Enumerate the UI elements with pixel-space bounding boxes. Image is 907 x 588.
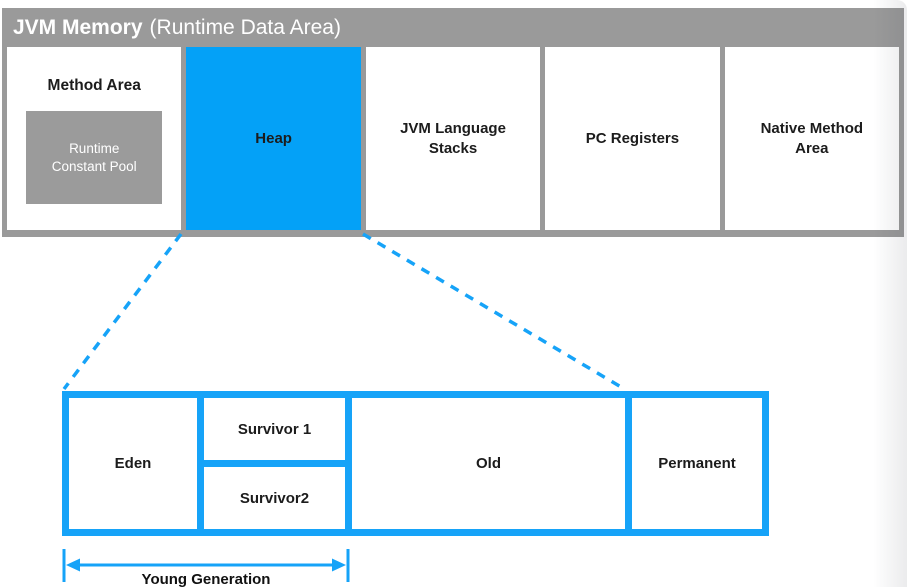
panel-title-main: JVM Memory [13,16,143,39]
old-region: Old [352,398,625,529]
arrowhead-left-icon [66,558,80,572]
panel-title-sub: (Runtime Data Area) [149,16,341,39]
survivor2-region: Survivor2 [204,467,345,529]
runtime-constant-pool-label: Runtime Constant Pool [51,140,137,174]
survivor-column: Survivor 1 Survivor2 [204,398,345,529]
pc-registers-box: PC Registers [545,47,720,230]
jvm-language-stacks-box: JVM Language Stacks [365,47,541,230]
eden-label: Eden [114,455,152,472]
permanent-region: Permanent [632,398,762,529]
method-area-label: Method Area [47,77,141,94]
arrowhead-right-icon [332,558,346,572]
heap-detail-diagram: Eden Survivor 1 Survivor2 Old Permanent [62,391,769,536]
survivor2-label: Survivor2 [239,489,310,507]
method-area-box: Method Area Runtime Constant Pool [7,47,182,230]
pc-registers-label: PC Registers [585,129,680,147]
old-label: Old [476,455,501,472]
heap-box: Heap [186,47,361,230]
permanent-label: Permanent [658,455,736,472]
jvm-language-stacks-label: JVM Language Stacks [400,119,506,157]
runtime-constant-pool-box: Runtime Constant Pool [26,111,163,204]
young-generation-label: Young Generation [141,571,271,588]
native-method-area-label: Native Method Area [760,119,864,157]
survivor1-region: Survivor 1 [204,398,345,460]
survivor1-label: Survivor 1 [237,420,312,438]
heap-label: Heap [255,129,292,147]
panel-title: JVM Memory (Runtime Data Area) [2,8,904,47]
heap-expansion-line-left [62,232,183,391]
heap-expansion-line-right [362,232,622,389]
native-method-area-box: Native Method Area [724,47,900,230]
runtime-data-area-panel: JVM Memory (Runtime Data Area) Method Ar… [2,8,904,237]
memory-area-row: Method Area Runtime Constant Pool Heap J… [7,47,900,230]
eden-region: Eden [69,398,197,529]
